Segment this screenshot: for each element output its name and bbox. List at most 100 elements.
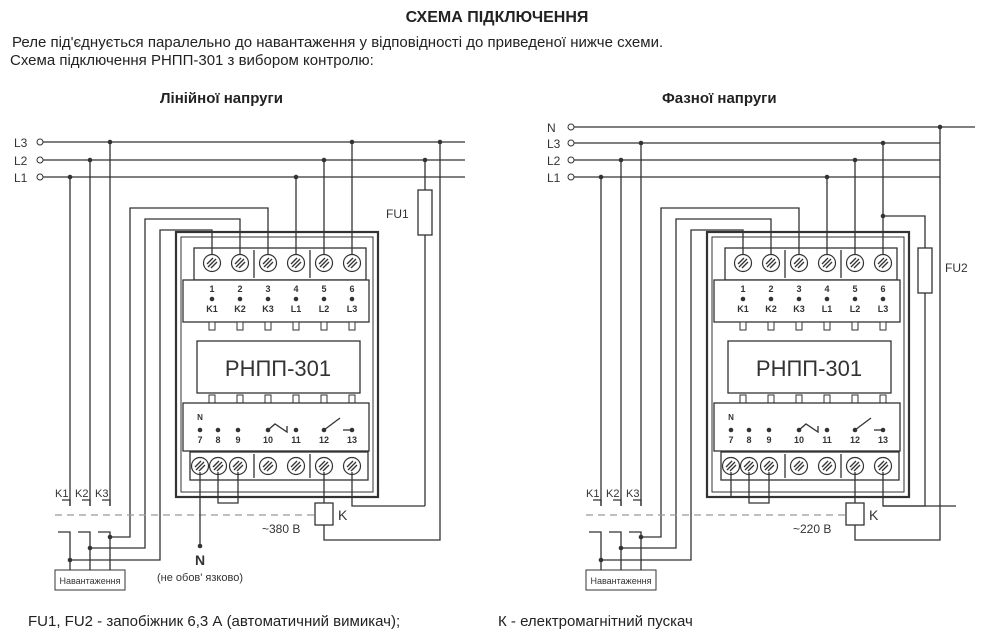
display-window xyxy=(727,340,892,394)
device-model-label: РНПП-301 xyxy=(756,356,862,381)
junction-dot xyxy=(321,157,327,163)
page-title: СХЕМА ПІДКЛЮЧЕННЯ xyxy=(0,9,994,27)
top-label-panel xyxy=(713,279,901,323)
wire-k2 xyxy=(90,218,241,549)
terminal-label: L2 xyxy=(850,304,861,314)
terminal-dot xyxy=(824,427,830,433)
label-bracket xyxy=(102,499,111,506)
screw-slash xyxy=(194,460,202,468)
terminal-number: 13 xyxy=(878,435,888,445)
terminal-number: 8 xyxy=(215,435,220,445)
screw-slash xyxy=(346,460,354,468)
terminal-label: L1 xyxy=(822,304,833,314)
vent-slot xyxy=(795,394,803,404)
screw-slash xyxy=(797,464,805,472)
terminal-number: 5 xyxy=(321,284,326,294)
screw-slash xyxy=(319,461,329,471)
wire-k1 xyxy=(601,229,744,561)
screw-slash xyxy=(350,464,358,472)
vent-slot xyxy=(292,394,300,404)
terminal-number: 2 xyxy=(237,284,242,294)
terminal-label: L3 xyxy=(878,304,889,314)
screw-slash xyxy=(347,258,357,268)
terminal-label: L3 xyxy=(347,304,358,314)
screw-slash xyxy=(878,258,888,268)
screw-slash xyxy=(794,258,804,268)
terminal-dot xyxy=(824,296,830,302)
load-input-label: K3 xyxy=(95,488,108,500)
terminal-number: 2 xyxy=(768,284,773,294)
screw-slash xyxy=(216,464,224,472)
terminal-label: K3 xyxy=(262,304,274,314)
no-contact-symbol xyxy=(854,417,872,431)
intro-line-2: Схема підключення РНПП-301 з вибором кон… xyxy=(10,52,374,69)
vent-slot xyxy=(823,394,831,404)
junction-dot xyxy=(437,139,443,145)
line-label-n: N xyxy=(547,121,556,135)
screw-slash xyxy=(881,261,889,269)
junction-dot xyxy=(880,140,886,146)
screw-slash xyxy=(291,461,301,471)
terminal-label: K2 xyxy=(234,304,246,314)
terminal-dot xyxy=(740,296,746,302)
screw-slash xyxy=(821,257,829,265)
screw-slash xyxy=(878,461,888,471)
n-label: N xyxy=(728,413,734,422)
terminal-dot xyxy=(349,296,355,302)
label-bracket xyxy=(62,499,71,506)
top-terminal-block xyxy=(193,247,367,281)
terminal-number: 10 xyxy=(794,435,804,445)
screw-slash xyxy=(822,461,832,471)
label-bracket xyxy=(633,499,642,506)
junction-dot xyxy=(422,157,428,163)
load-label: Навантаження xyxy=(590,576,651,586)
load-input-wire xyxy=(589,531,602,570)
screw-slash xyxy=(763,460,771,468)
terminal-number: 3 xyxy=(265,284,270,294)
terminal-number: 1 xyxy=(740,284,745,294)
terminal-dot xyxy=(852,296,858,302)
screw-slash xyxy=(350,261,358,269)
heading-phase: Фазної напруги xyxy=(662,90,777,107)
vent-slot xyxy=(320,321,328,331)
junction-dot xyxy=(638,534,644,540)
screw-slash xyxy=(234,257,242,265)
terminal-dot xyxy=(237,296,243,302)
screw-slash xyxy=(797,261,805,269)
terminal-circle xyxy=(36,138,44,146)
vent-slot xyxy=(264,321,272,331)
screw-slash xyxy=(881,464,889,472)
vent-slot xyxy=(823,321,831,331)
terminal-circle xyxy=(36,156,44,164)
terminal-dot xyxy=(768,296,774,302)
screw-slash xyxy=(206,257,214,265)
terminal-dot xyxy=(265,296,271,302)
fuse-fu1 xyxy=(417,189,433,236)
load-input-wire xyxy=(58,531,71,570)
wire-k2 xyxy=(621,218,772,549)
terminal-number: 6 xyxy=(880,284,885,294)
screw-slash xyxy=(290,460,298,468)
screw-slash xyxy=(266,464,274,472)
screw-slash xyxy=(233,461,243,471)
screw-slash xyxy=(319,258,329,268)
screw-slash xyxy=(737,257,745,265)
junction-dot xyxy=(880,213,886,219)
label-bracket xyxy=(613,499,622,506)
vent-slot xyxy=(879,394,887,404)
screw-slash xyxy=(266,261,274,269)
load-input-label: K1 xyxy=(586,488,599,500)
screw-slash xyxy=(744,461,754,471)
load-input-label: K1 xyxy=(55,488,68,500)
contactor-label: K xyxy=(869,507,879,523)
junction-dot xyxy=(824,174,830,180)
terminal-dot xyxy=(235,427,241,433)
screw-slash xyxy=(235,258,245,268)
screw-slash xyxy=(195,461,205,471)
vent-slot xyxy=(236,321,244,331)
screw-slash xyxy=(347,461,357,471)
terminal-number: 11 xyxy=(291,435,301,445)
screw-slash xyxy=(318,460,326,468)
load-input-wire xyxy=(78,531,91,570)
screw-slash xyxy=(263,461,273,471)
